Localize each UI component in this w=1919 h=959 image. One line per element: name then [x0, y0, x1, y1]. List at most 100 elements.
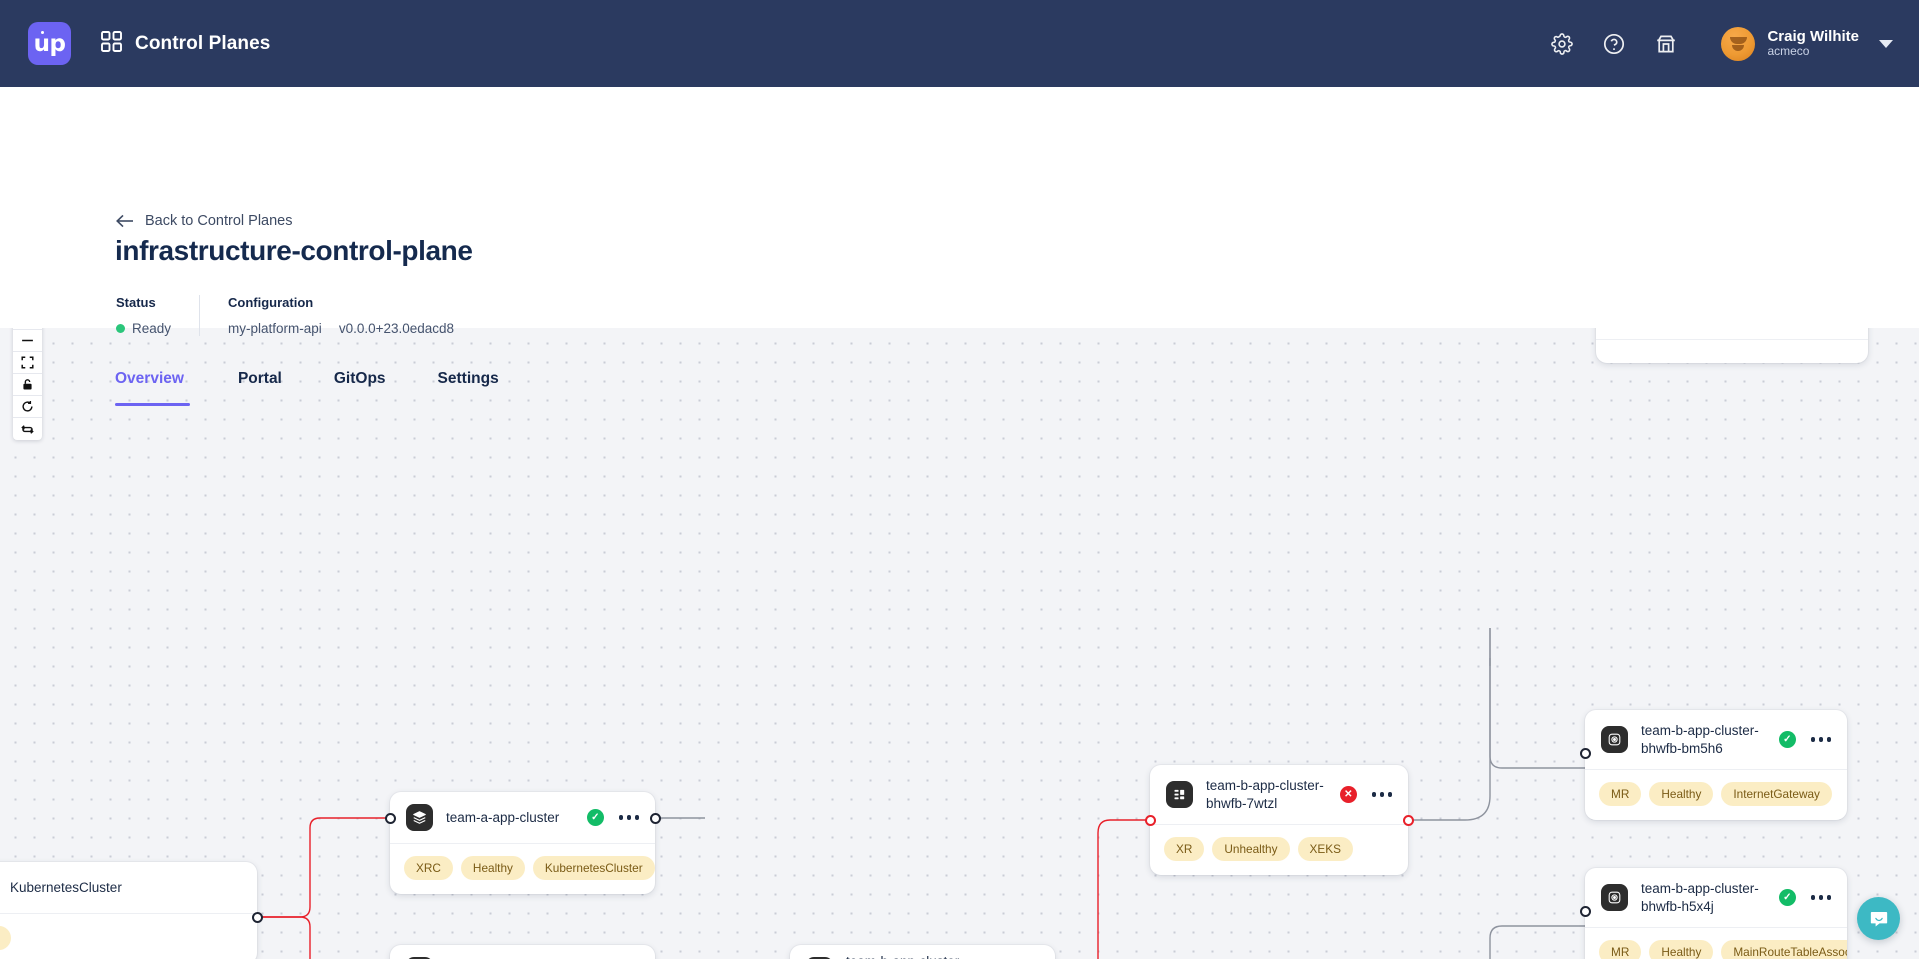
- node-badges: API: [0, 914, 257, 959]
- status-block: Status Ready: [116, 295, 171, 336]
- graph-node-team-b-app-cluster[interactable]: team-b-app-cluster ✕ XRC Unhealthy Kuber…: [390, 945, 655, 959]
- node-menu-button[interactable]: [618, 815, 639, 820]
- node-menu-button[interactable]: [1371, 792, 1392, 797]
- nav-title: Control Planes: [135, 32, 271, 54]
- marketplace-icon[interactable]: [1651, 29, 1681, 59]
- graph-node-kubernetescluster[interactable]: K KubernetesCluster API: [0, 862, 257, 959]
- node-header: team-a-app-cluster ✓: [390, 792, 655, 844]
- back-to-control-planes-link[interactable]: Back to Control Planes: [116, 213, 293, 229]
- status-badge: Ready: [116, 321, 171, 336]
- nav-control-planes[interactable]: Control Planes: [101, 30, 271, 57]
- resource-graph-canvas[interactable]: K KubernetesCluster API team-a-app-clust…: [0, 328, 1919, 959]
- chevron-down-icon[interactable]: [1879, 39, 1893, 48]
- node-port-right[interactable]: [252, 912, 263, 923]
- node-pill: XRC: [404, 856, 453, 881]
- graph-node-partial-top[interactable]: [1596, 328, 1868, 363]
- node-port-left[interactable]: [385, 813, 396, 824]
- canvas-controls: [13, 308, 42, 440]
- configuration-name: my-platform-api: [228, 321, 322, 336]
- node-header: team-b-app-cluster-bhwfb ✕: [790, 945, 1055, 959]
- node-header: team-b-app-cluster ✕: [390, 945, 655, 959]
- node-badges: XRC Healthy KubernetesCluster: [390, 844, 655, 894]
- layers-icon: [406, 957, 433, 959]
- grid-icon: [101, 30, 122, 57]
- graph-node-team-b-app-cluster-bhwfb[interactable]: team-b-app-cluster-bhwfb ✕ XR Unhealthy …: [790, 945, 1055, 959]
- top-nav-actions: Craig Wilhite acmeco: [1547, 26, 1893, 61]
- minus-icon: [22, 339, 33, 342]
- page-title: infrastructure-control-plane: [115, 235, 473, 266]
- node-header: team-b-app-cluster-bhwfb-7wtzl ✕: [1150, 765, 1408, 825]
- meta-divider: [199, 295, 201, 336]
- tab-settings[interactable]: Settings: [437, 370, 499, 387]
- graph-node-team-b-app-cluster-bhwfb-h5x4j[interactable]: team-b-app-cluster-bhwfb-h5x4j ✓ MR Heal…: [1585, 868, 1847, 959]
- tab-overview[interactable]: Overview: [115, 370, 212, 406]
- status-healthy-icon: ✓: [1778, 889, 1796, 906]
- node-pill: XEKS: [1297, 837, 1353, 862]
- tab-gitops[interactable]: GitOps: [333, 370, 386, 387]
- node-title: team-a-app-cluster: [446, 809, 560, 825]
- node-header: [1596, 328, 1868, 340]
- tab-portal[interactable]: Portal: [237, 370, 282, 387]
- managed-resource-icon: [1601, 726, 1628, 753]
- graph-node-team-b-app-cluster-bhwfb-7wtzl[interactable]: team-b-app-cluster-bhwfb-7wtzl ✕ XR Unhe…: [1150, 765, 1408, 876]
- sync-button[interactable]: [13, 418, 42, 440]
- status-value: Ready: [132, 321, 172, 336]
- avatar: [1721, 26, 1756, 61]
- status-healthy-icon: ✓: [586, 809, 604, 826]
- node-port-right[interactable]: [1403, 815, 1414, 826]
- avatar-shape-bottom: [1732, 44, 1745, 51]
- node-port-left[interactable]: [1145, 815, 1156, 826]
- node-header: K KubernetesCluster: [0, 862, 257, 914]
- page-header: Back to Control Planes infrastructure-co…: [0, 87, 1919, 406]
- graph-node-team-b-app-cluster-bhwfb-bm5h6[interactable]: team-b-app-cluster-bhwfb-bm5h6 ✓ MR Heal…: [1585, 710, 1847, 821]
- lock-button[interactable]: [13, 374, 42, 396]
- node-pill: InternetGateway: [1721, 782, 1832, 807]
- configuration-block: Configuration my-platform-api v0.0.0+23.…: [228, 295, 454, 336]
- user-org: acmeco: [1767, 44, 1810, 59]
- reset-button[interactable]: [13, 396, 42, 418]
- lock-icon: [23, 379, 32, 390]
- refresh-icon: [22, 401, 33, 412]
- node-port-left[interactable]: [1580, 906, 1591, 917]
- graph-edges: [258, 628, 1585, 959]
- top-navigation-bar: up Control Planes: [0, 0, 1919, 87]
- back-link-label: Back to Control Planes: [145, 213, 293, 229]
- layers-icon: [406, 804, 433, 831]
- node-pill: Healthy: [1649, 782, 1714, 807]
- logo-dot: [41, 31, 44, 34]
- node-port-right[interactable]: [650, 813, 661, 824]
- user-name: Craig Wilhite: [1767, 27, 1859, 45]
- composite-icon: [806, 957, 833, 959]
- help-icon[interactable]: [1599, 29, 1629, 59]
- node-badges: MR Healthy InternetGateway: [1585, 770, 1847, 820]
- zoom-out-button[interactable]: [13, 330, 42, 352]
- node-port-left[interactable]: [1580, 748, 1591, 759]
- node-header: team-b-app-cluster-bhwfb-bm5h6 ✓: [1585, 710, 1847, 770]
- avatar-shape-top: [1729, 36, 1747, 44]
- tab-bar: Overview Portal GitOps Settings: [115, 370, 525, 406]
- node-title: team-b-app-cluster-bhwfb: [846, 953, 987, 959]
- managed-resource-icon: [1601, 884, 1628, 911]
- node-pill: Healthy: [460, 856, 525, 881]
- composite-icon: [1166, 781, 1193, 808]
- fit-view-button[interactable]: [13, 352, 42, 374]
- node-title: KubernetesCluster: [10, 879, 122, 895]
- node-pill: API: [0, 926, 12, 951]
- graph-node-team-a-app-cluster[interactable]: team-a-app-cluster ✓ XRC Healthy Kuberne…: [390, 792, 655, 895]
- status-dot-icon: [116, 324, 125, 333]
- user-menu[interactable]: Craig Wilhite acmeco: [1721, 26, 1893, 61]
- upbound-logo[interactable]: up: [28, 22, 71, 65]
- meta-row: Status Ready Configuration my-platform-a…: [116, 295, 454, 336]
- node-pill: Healthy: [1649, 940, 1714, 959]
- node-title: team-b-app-cluster-bhwfb-bm5h6: [1641, 723, 1759, 756]
- settings-icon[interactable]: [1547, 29, 1577, 59]
- chat-launcher[interactable]: [1857, 897, 1900, 940]
- arrow-left-icon: [116, 214, 133, 228]
- status-healthy-icon: ✓: [1778, 731, 1796, 748]
- node-title: team-b-app-cluster-bhwfb-7wtzl: [1206, 778, 1324, 811]
- user-info: Craig Wilhite acmeco: [1767, 28, 1859, 59]
- node-menu-button[interactable]: [1810, 895, 1831, 900]
- node-badges: MR Healthy MainRouteTableAssociation: [1585, 928, 1847, 959]
- node-menu-button[interactable]: [1810, 737, 1831, 742]
- configuration-values: my-platform-api v0.0.0+23.0edacd8: [228, 321, 454, 336]
